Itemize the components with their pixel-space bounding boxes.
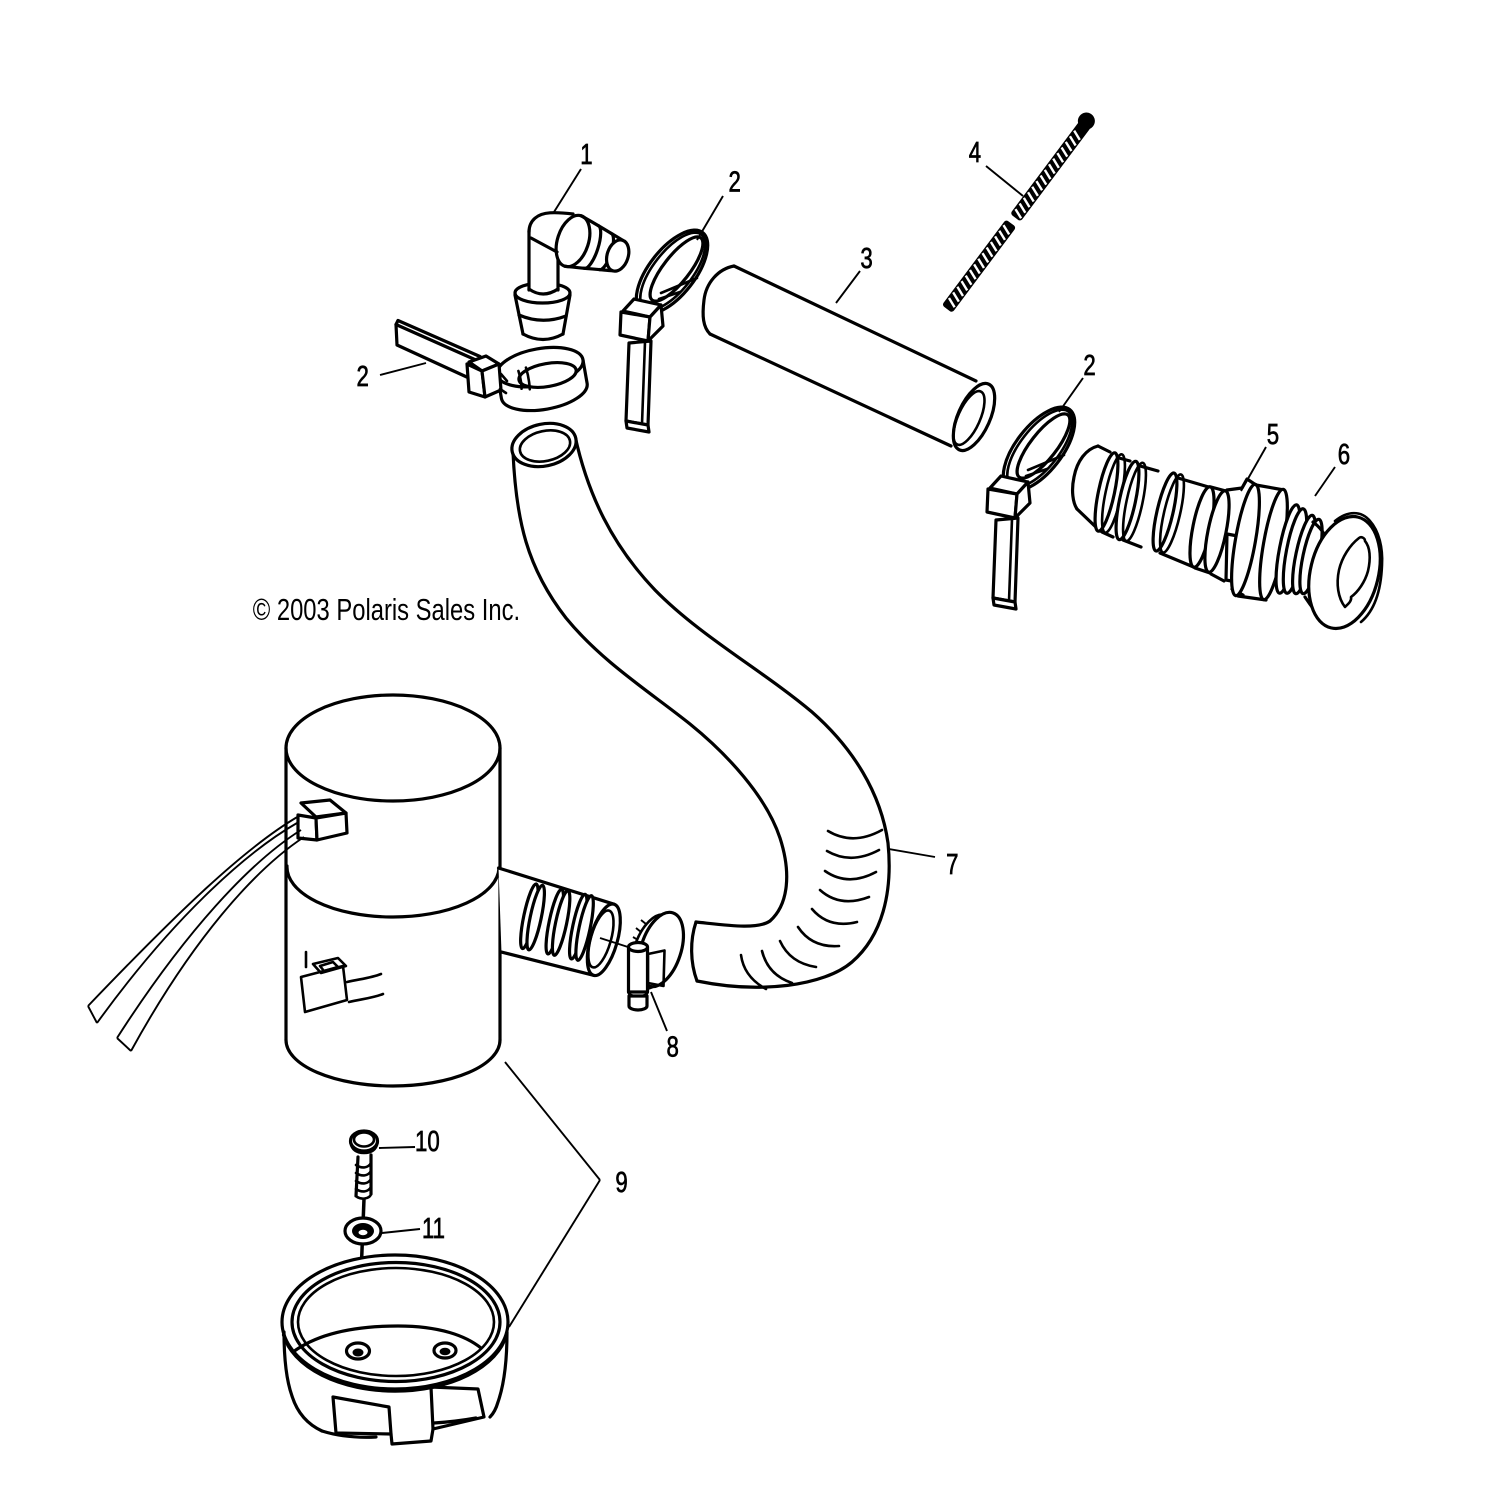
svg-text:© 2003 Polaris Sales Inc.: © 2003 Polaris Sales Inc. [253,592,520,627]
svg-text:1: 1 [580,139,592,170]
svg-text:9: 9 [615,1167,627,1198]
svg-text:8: 8 [667,1032,679,1063]
svg-text:2: 2 [1083,350,1095,381]
svg-text:7: 7 [946,849,958,880]
svg-text:11: 11 [422,1213,445,1244]
svg-text:4: 4 [969,137,981,168]
svg-text:3: 3 [860,243,872,274]
svg-text:6: 6 [1338,439,1350,470]
svg-text:5: 5 [1267,419,1279,450]
svg-text:2: 2 [729,167,741,198]
svg-text:2: 2 [356,361,368,392]
svg-text:10: 10 [415,1126,440,1157]
